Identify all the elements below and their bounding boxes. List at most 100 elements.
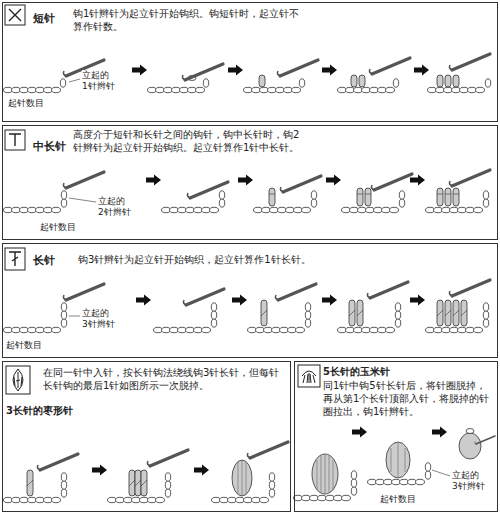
label-holder: 立起的 1针辫针 xyxy=(82,70,128,92)
illustration-part xyxy=(244,87,301,92)
illustration-part xyxy=(165,481,170,489)
stitch-title: 长针 xyxy=(33,254,73,268)
illustration-part xyxy=(351,471,356,479)
illustration-part xyxy=(14,372,22,388)
illustration-part xyxy=(425,471,430,479)
stitch-note: 钩3针辫针为起立针开始钩织，起立针算作1针长针。 xyxy=(78,253,348,266)
illustration-part xyxy=(238,460,246,496)
illustration-part xyxy=(371,174,412,190)
illustration-part xyxy=(5,248,25,270)
illustration-part xyxy=(483,311,488,319)
illustration-part xyxy=(437,300,443,326)
illustration-part xyxy=(146,175,161,186)
illustration-part xyxy=(69,198,96,202)
illustration-part xyxy=(5,130,25,150)
illustration-part xyxy=(4,327,61,332)
illustration-part xyxy=(453,188,459,206)
half-double-steps xyxy=(4,170,491,213)
illustration-part xyxy=(351,479,356,487)
illustration-part xyxy=(182,64,223,80)
illustration-part xyxy=(9,9,21,21)
illustration-part xyxy=(298,365,320,387)
popcorn-steps xyxy=(294,427,496,501)
illustration-part xyxy=(428,87,485,92)
callout-label: 起针数目 xyxy=(40,222,90,233)
illustration-part xyxy=(135,470,141,496)
illustration-part xyxy=(6,366,30,394)
illustration-part xyxy=(108,497,165,502)
illustration-part xyxy=(269,188,275,206)
illustration-part xyxy=(61,481,66,489)
text-holder: 高度介于短针和长针之间的钩针，钩中长针时，钩2针辫针为起立针开始钩织。起立针算作… xyxy=(73,128,308,154)
label-holder: 起针数目 xyxy=(8,98,58,109)
illustration-part xyxy=(351,487,356,495)
illustration-part xyxy=(247,442,288,458)
illustration-part xyxy=(386,442,410,478)
illustration-part xyxy=(63,172,104,188)
illustration-part xyxy=(485,79,490,87)
bobble-steps xyxy=(4,442,289,503)
illustration-part xyxy=(203,79,208,87)
illustration-part xyxy=(342,207,399,212)
illustration-part xyxy=(317,455,333,493)
illustration-part xyxy=(248,327,305,332)
illustration-part xyxy=(219,199,224,207)
illustration-part xyxy=(399,191,404,199)
illustration-part xyxy=(445,300,451,326)
illustration-part xyxy=(395,319,400,327)
illustration-part xyxy=(369,58,410,74)
illustration-part xyxy=(261,300,267,326)
illustration-part xyxy=(9,134,21,146)
illustration-part xyxy=(483,303,488,311)
illustration-part xyxy=(357,300,363,326)
illustration-part xyxy=(228,65,243,76)
illustration-part xyxy=(426,327,483,332)
illustration-part xyxy=(61,489,66,497)
illustration-part xyxy=(69,79,80,82)
text-holder: 钩3针辫针为起立针开始钩织，起立针算作1针长针。 xyxy=(78,253,348,266)
illustration-part xyxy=(5,5,25,25)
illustration-part xyxy=(483,199,488,207)
illustration-part xyxy=(269,481,274,489)
single-crochet-steps xyxy=(4,54,491,93)
illustration-part xyxy=(69,316,80,317)
illustration-part xyxy=(352,427,367,438)
illustration-part xyxy=(4,497,61,502)
illustration-part xyxy=(395,311,400,319)
callout-label: 立起的 3针辫针 xyxy=(452,470,496,492)
label-holder: 立起的 3针辫针 xyxy=(82,308,128,330)
illustration-part xyxy=(63,284,104,300)
stitch-note: 同1针中钩5针长针后，将针圈脱掉，再从第1个长针顶部入针，将脱掉的针圈拉出，钩1… xyxy=(323,379,495,418)
illustration-part xyxy=(410,295,425,306)
illustration-part xyxy=(432,427,447,438)
illustration-part xyxy=(60,79,65,87)
illustration-part xyxy=(359,75,365,87)
illustration-part xyxy=(129,470,135,496)
illustration-part xyxy=(4,207,61,212)
label-holder: 立起的 2针辫针 xyxy=(98,196,144,218)
stitch-title: 3长针的枣形针 xyxy=(6,404,126,417)
illustration-part xyxy=(483,319,488,327)
illustration-part xyxy=(437,75,443,87)
illustration-part xyxy=(311,199,316,207)
illustration-part xyxy=(165,489,170,497)
double-crochet-steps xyxy=(4,280,491,333)
illustration-part xyxy=(368,479,425,484)
illustration-part xyxy=(61,199,66,207)
callout-label: 起针数目 xyxy=(380,494,430,505)
illustration-part xyxy=(61,319,66,327)
illustration-part xyxy=(445,188,451,206)
illustration-part xyxy=(232,460,252,496)
illustration-part xyxy=(305,311,310,319)
illustration-part xyxy=(302,371,316,383)
stitch-symbol xyxy=(5,5,320,394)
text-holder: 长针 xyxy=(33,254,73,268)
label-holder: 起针数目 xyxy=(380,494,430,505)
illustration-part xyxy=(437,188,443,206)
illustration-part xyxy=(238,175,253,186)
callout-label: 起针数目 xyxy=(6,340,56,351)
illustration-part xyxy=(426,207,483,212)
illustration-part xyxy=(305,303,310,311)
